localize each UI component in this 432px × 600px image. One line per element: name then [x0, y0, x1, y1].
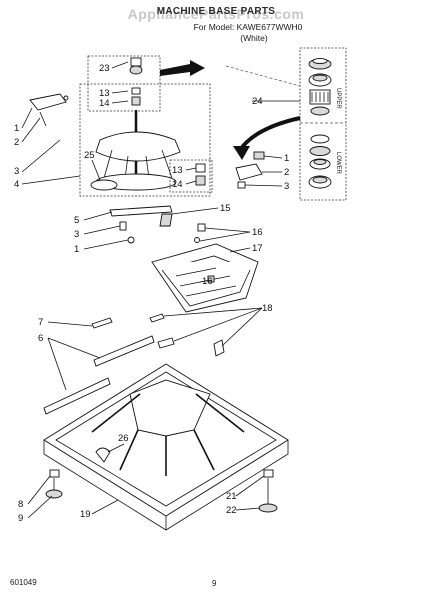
nut-3-left	[119, 221, 127, 231]
callout-3-right: 3	[284, 181, 289, 192]
upper-label: UPPER	[335, 88, 341, 109]
clip-16-lower	[207, 275, 215, 283]
callout-14-top: 14	[99, 98, 110, 109]
curved-arrow	[238, 116, 301, 152]
bushing-kit-small-box	[169, 159, 213, 193]
bushing-kit-box	[299, 47, 347, 201]
callout-22: 22	[226, 505, 237, 516]
rail-7	[91, 317, 113, 329]
right-hardware	[235, 151, 265, 189]
lower-bushing-2	[309, 146, 331, 156]
upper-seal	[310, 106, 330, 116]
callout-2-left: 2	[14, 137, 19, 148]
bushing-14-top	[131, 96, 141, 106]
frame-17	[151, 261, 259, 313]
pointer-arrow	[160, 60, 205, 76]
bracket-18b	[157, 337, 175, 349]
leg-22	[258, 503, 278, 513]
clip-26	[95, 447, 111, 463]
rail-6	[93, 335, 155, 367]
callout-25: 25	[84, 150, 95, 161]
nut-21	[263, 469, 274, 478]
callout-2-right: 2	[284, 167, 289, 178]
document-code: 601049	[10, 578, 37, 587]
bushing-13-top	[131, 87, 141, 95]
callout-13-top: 13	[99, 88, 110, 99]
callout-17: 17	[252, 243, 263, 254]
upper-bushing-1-hole	[312, 58, 328, 64]
oring-25	[90, 179, 118, 191]
bracket-left	[29, 93, 67, 111]
callout-16-lower: 16	[202, 276, 213, 287]
bar-15	[159, 213, 173, 227]
callout-3-lower: 3	[74, 229, 79, 240]
bracket-18a	[149, 313, 165, 323]
brace-5	[109, 205, 173, 217]
callout-13-small: 13	[172, 165, 183, 176]
rails-and-brackets	[43, 313, 225, 415]
machine-base-frame	[43, 363, 289, 531]
callout-7: 7	[38, 317, 43, 328]
callout-1-left: 1	[14, 123, 19, 134]
screw-1-right	[253, 151, 265, 160]
rail-6-lower	[43, 377, 111, 415]
callout-1-lower: 1	[74, 244, 79, 255]
diagram-title: MACHINE BASE PARTS	[156, 6, 276, 17]
clip-16-upper	[197, 223, 206, 232]
callout-23: 23	[99, 63, 110, 74]
callout-14-small: 14	[172, 179, 183, 190]
callout-3-left: 3	[14, 166, 19, 177]
nut-8	[49, 469, 60, 478]
callout-15: 15	[220, 203, 231, 214]
callout-9: 9	[18, 513, 23, 524]
leader-lines	[21, 61, 300, 519]
color-line: (White)	[240, 33, 268, 43]
bolt-1-left	[127, 236, 135, 244]
callout-4: 4	[14, 179, 19, 190]
callout-6: 6	[38, 333, 43, 344]
callout-19: 19	[80, 509, 91, 520]
callout-8: 8	[18, 499, 23, 510]
callout-21: 21	[226, 491, 237, 502]
page-number: 9	[212, 579, 217, 588]
seal-23-top	[130, 57, 142, 67]
callout-5: 5	[74, 215, 79, 226]
clip-16-top	[194, 237, 200, 243]
bracket-18c	[213, 339, 225, 357]
lower-left-hardware	[109, 205, 173, 244]
tub-support-frame	[151, 223, 259, 313]
leg-9	[45, 489, 63, 499]
callout-18: 18	[262, 303, 273, 314]
lower-label: LOWER	[335, 152, 341, 175]
lower-bushing-1	[310, 134, 330, 144]
bushing-kit-inset: UPPER LOWER	[299, 47, 347, 201]
seal-23-bottom	[129, 65, 143, 75]
callout-1-right: 1	[284, 153, 289, 164]
callout-24: 24	[252, 96, 263, 107]
watermark: AppliancePartsPros.com	[127, 6, 305, 22]
seal-kit-box	[87, 55, 161, 112]
gearcase-assembly	[29, 55, 213, 197]
callout-numbers: 23 13 14 24 1 2 3 4 25 13 14 1 2 3 5 3 1…	[14, 63, 289, 524]
spider-hub	[95, 131, 181, 162]
nut-3-right	[237, 181, 246, 189]
gearcase-group-box	[79, 83, 211, 197]
callout-16-upper: 16	[252, 227, 263, 238]
model-line: For Model: KAWE677WWH0	[193, 22, 303, 32]
callout-26: 26	[118, 433, 129, 444]
upper-bushing-2-hole	[312, 74, 328, 82]
clip-2-right	[235, 163, 263, 181]
